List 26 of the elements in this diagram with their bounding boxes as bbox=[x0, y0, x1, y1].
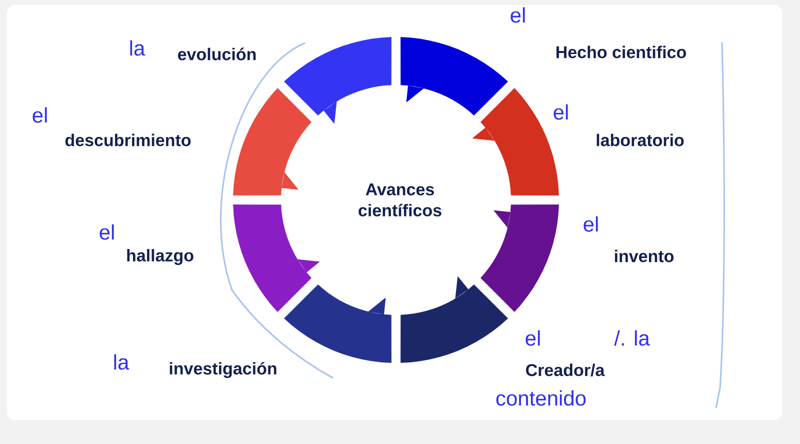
handwritten-note: el bbox=[526, 330, 540, 346]
handwritten-note: el bbox=[554, 104, 568, 120]
term-label: evolución bbox=[178, 48, 256, 60]
term-label: Hecho cientifico bbox=[556, 46, 686, 58]
handwritten-note: el bbox=[584, 216, 598, 232]
term-label: Creador/a bbox=[526, 364, 605, 376]
ring-segment bbox=[400, 276, 508, 363]
ring-segment bbox=[480, 204, 559, 312]
center-text: Avances científicos bbox=[358, 184, 442, 216]
handwritten-note: /. la bbox=[614, 330, 650, 346]
ring-segment bbox=[284, 37, 392, 124]
ring-segment bbox=[233, 88, 312, 196]
handwritten-note: el bbox=[510, 7, 525, 23]
handwritten-note: contenido bbox=[496, 390, 586, 406]
term-label: invento bbox=[614, 250, 674, 262]
handwritten-note: la bbox=[130, 40, 146, 56]
handwritten-note: la bbox=[114, 354, 130, 370]
ring-segment bbox=[400, 37, 508, 116]
handwritten-note: el bbox=[100, 224, 114, 240]
term-label: investigación bbox=[170, 362, 276, 378]
handwritten-note: el bbox=[32, 107, 47, 123]
term-label: hallazgo bbox=[127, 249, 194, 265]
ring-segment bbox=[233, 204, 320, 312]
term-label: descubrimiento bbox=[65, 134, 191, 146]
term-label: laboratorio bbox=[596, 134, 684, 146]
ring-segment bbox=[284, 284, 392, 363]
